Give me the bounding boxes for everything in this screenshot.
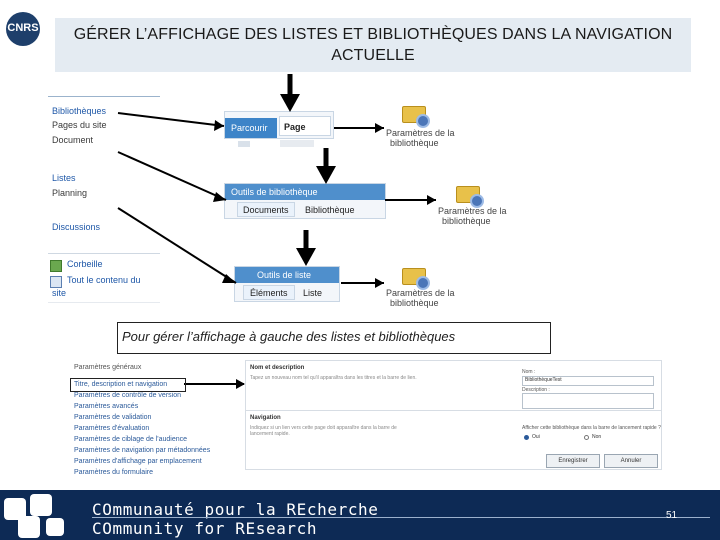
- ribbon-icon-stub: [280, 140, 314, 147]
- footer-line2: COmmunity for REsearch: [92, 519, 318, 538]
- gear-icon: [470, 194, 484, 208]
- section-divider: [246, 410, 661, 411]
- highlight-box: [70, 378, 186, 392]
- nav-item-site-pages[interactable]: Pages du site: [52, 120, 107, 130]
- settings-list: Paramètres généraux Titre, description e…: [72, 360, 242, 476]
- nav-item-discussions[interactable]: Discussions: [52, 222, 101, 232]
- library-settings-label-line2: bibliothèque: [390, 138, 439, 148]
- footer-rule: [92, 517, 710, 518]
- gear-icon: [416, 114, 430, 128]
- tab-library[interactable]: Bibliothèque: [305, 205, 355, 215]
- library-settings-form: Nom et description Tapez un nouveau nom …: [245, 360, 662, 470]
- slide-title-line1: GÉRER L’AFFICHAGE DES LISTES ET BIBLIOTH…: [73, 26, 673, 43]
- puzzle-icon: [4, 498, 26, 520]
- tab-page[interactable]: Page: [279, 116, 331, 136]
- puzzle-icon: [18, 516, 40, 538]
- footer-banner: COmmunauté pour la REcherche COmmunity f…: [0, 490, 720, 540]
- section-name-help: Tapez un nouveau nom tel qu'il apparaîtr…: [250, 375, 417, 381]
- nav-item-planning[interactable]: Planning: [52, 188, 88, 198]
- nav-item-libraries[interactable]: Bibliothèques: [52, 106, 107, 116]
- arrow-head-icon: [213, 192, 226, 202]
- name-field[interactable]: BibliothèqueTest: [522, 376, 654, 386]
- nav-question: Afficher cette bibliothèque dans la barr…: [522, 425, 661, 431]
- connector-line-lists: [117, 207, 237, 284]
- settings-link[interactable]: Paramètres de validation: [74, 414, 152, 421]
- page-number: 51: [666, 510, 678, 521]
- settings-list-header: Paramètres généraux: [74, 364, 142, 371]
- nav-item-recycle-bin[interactable]: Corbeille: [67, 259, 103, 269]
- quick-launch-panel: Bibliothèques Pages du site Document Lis…: [48, 96, 160, 304]
- tab-items[interactable]: Éléments: [243, 285, 295, 300]
- puzzle-icon: [30, 494, 52, 516]
- down-arrow-icon: [280, 94, 300, 112]
- caption-text: Pour gérer l’affichage à gauche des list…: [122, 329, 456, 344]
- arrow-head-icon: [375, 278, 384, 288]
- footer-line1: COmmunauté pour la REcherche: [92, 500, 379, 519]
- down-arrow-icon: [296, 248, 316, 266]
- ribbon-browse-page: Parcourir Page: [224, 111, 334, 139]
- library-settings-label-line2: bibliothèque: [442, 216, 491, 226]
- library-settings-button-2[interactable]: Paramètres de la bibliothèque: [436, 180, 507, 238]
- ribbon-list-tools: Outils de liste Éléments Liste: [234, 266, 340, 302]
- library-settings-label-line1: Paramètres de la: [386, 288, 455, 298]
- description-field[interactable]: [522, 393, 654, 409]
- nav-item-all-content-site[interactable]: site: [52, 288, 67, 298]
- radio-yes[interactable]: [524, 435, 529, 440]
- slide-title-line2: ACTUELLE: [331, 47, 415, 64]
- name-label: Nom :: [522, 369, 536, 375]
- tab-list[interactable]: Liste: [303, 288, 323, 298]
- radio-no[interactable]: [584, 435, 589, 440]
- library-settings-button-3[interactable]: Paramètres de la bibliothèque: [384, 264, 455, 310]
- arrow-head-icon: [214, 120, 224, 131]
- arrow-head-icon: [236, 379, 245, 389]
- settings-link[interactable]: Paramètres du formulaire: [74, 469, 153, 476]
- nav-item-all-content[interactable]: Tout le contenu du: [67, 275, 141, 285]
- radio-no-label: Non: [592, 434, 602, 440]
- name-value: BibliothèqueTest: [525, 377, 562, 383]
- arrow-head-icon: [222, 274, 236, 283]
- save-button[interactable]: Enregistrer: [546, 454, 600, 468]
- nav-item-document[interactable]: Document: [52, 135, 94, 145]
- slide-title: GÉRER L’AFFICHAGE DES LISTES ET BIBLIOTH…: [55, 24, 691, 66]
- arrow-head-icon: [427, 195, 436, 205]
- down-arrow-icon: [316, 166, 336, 184]
- settings-link[interactable]: Paramètres de ciblage de l'audience: [74, 436, 188, 443]
- list-tools-label: Outils de liste: [257, 270, 312, 280]
- connector-line-document: [117, 151, 227, 201]
- description-label: Description :: [522, 387, 550, 393]
- settings-link[interactable]: Paramètres d'évaluation: [74, 425, 150, 432]
- settings-link[interactable]: Paramètres d'affichage par emplacement: [74, 458, 202, 465]
- gear-icon: [416, 276, 430, 290]
- library-settings-label-line1: Paramètres de la: [438, 206, 507, 216]
- tab-documents[interactable]: Documents: [237, 202, 295, 217]
- library-settings-button-1[interactable]: Paramètres de la bibliothèque: [384, 100, 455, 158]
- connector-line-libraries: [117, 112, 225, 127]
- list-tools-header: [235, 267, 339, 283]
- recycle-bin-icon: [50, 260, 62, 272]
- library-settings-label-line1: Paramètres de la: [386, 128, 455, 138]
- nav-item-lists[interactable]: Listes: [52, 173, 76, 183]
- cnrs-logo: CNRS: [6, 12, 40, 46]
- radio-yes-label: Oui: [532, 434, 540, 440]
- caption-box: Pour gérer l’affichage à gauche des list…: [117, 322, 551, 354]
- section-name-description: Nom et description: [250, 365, 305, 371]
- library-tools-label: Outils de bibliothèque: [231, 187, 318, 197]
- section-navigation: Navigation: [250, 415, 281, 421]
- title-banner: [55, 18, 691, 72]
- settings-link[interactable]: Paramètres de contrôle de version: [74, 392, 181, 399]
- puzzle-icon: [46, 518, 64, 536]
- settings-link[interactable]: Paramètres avancés: [74, 403, 139, 410]
- ribbon-icon-stub: [238, 141, 250, 147]
- arrow-head-icon: [375, 123, 384, 133]
- tab-browse[interactable]: Parcourir: [225, 118, 277, 138]
- settings-link[interactable]: Paramètres de navigation par métadonnées: [74, 447, 211, 454]
- section-navigation-help: Indiquez si un lien vers cette page doit…: [250, 425, 397, 437]
- library-tools-header: [225, 184, 385, 200]
- site-content-icon: [50, 276, 62, 288]
- library-settings-label-line2: bibliothèque: [390, 298, 439, 308]
- cancel-button[interactable]: Annuler: [604, 454, 658, 468]
- settings-link[interactable]: Titre, description et navigation: [74, 381, 168, 388]
